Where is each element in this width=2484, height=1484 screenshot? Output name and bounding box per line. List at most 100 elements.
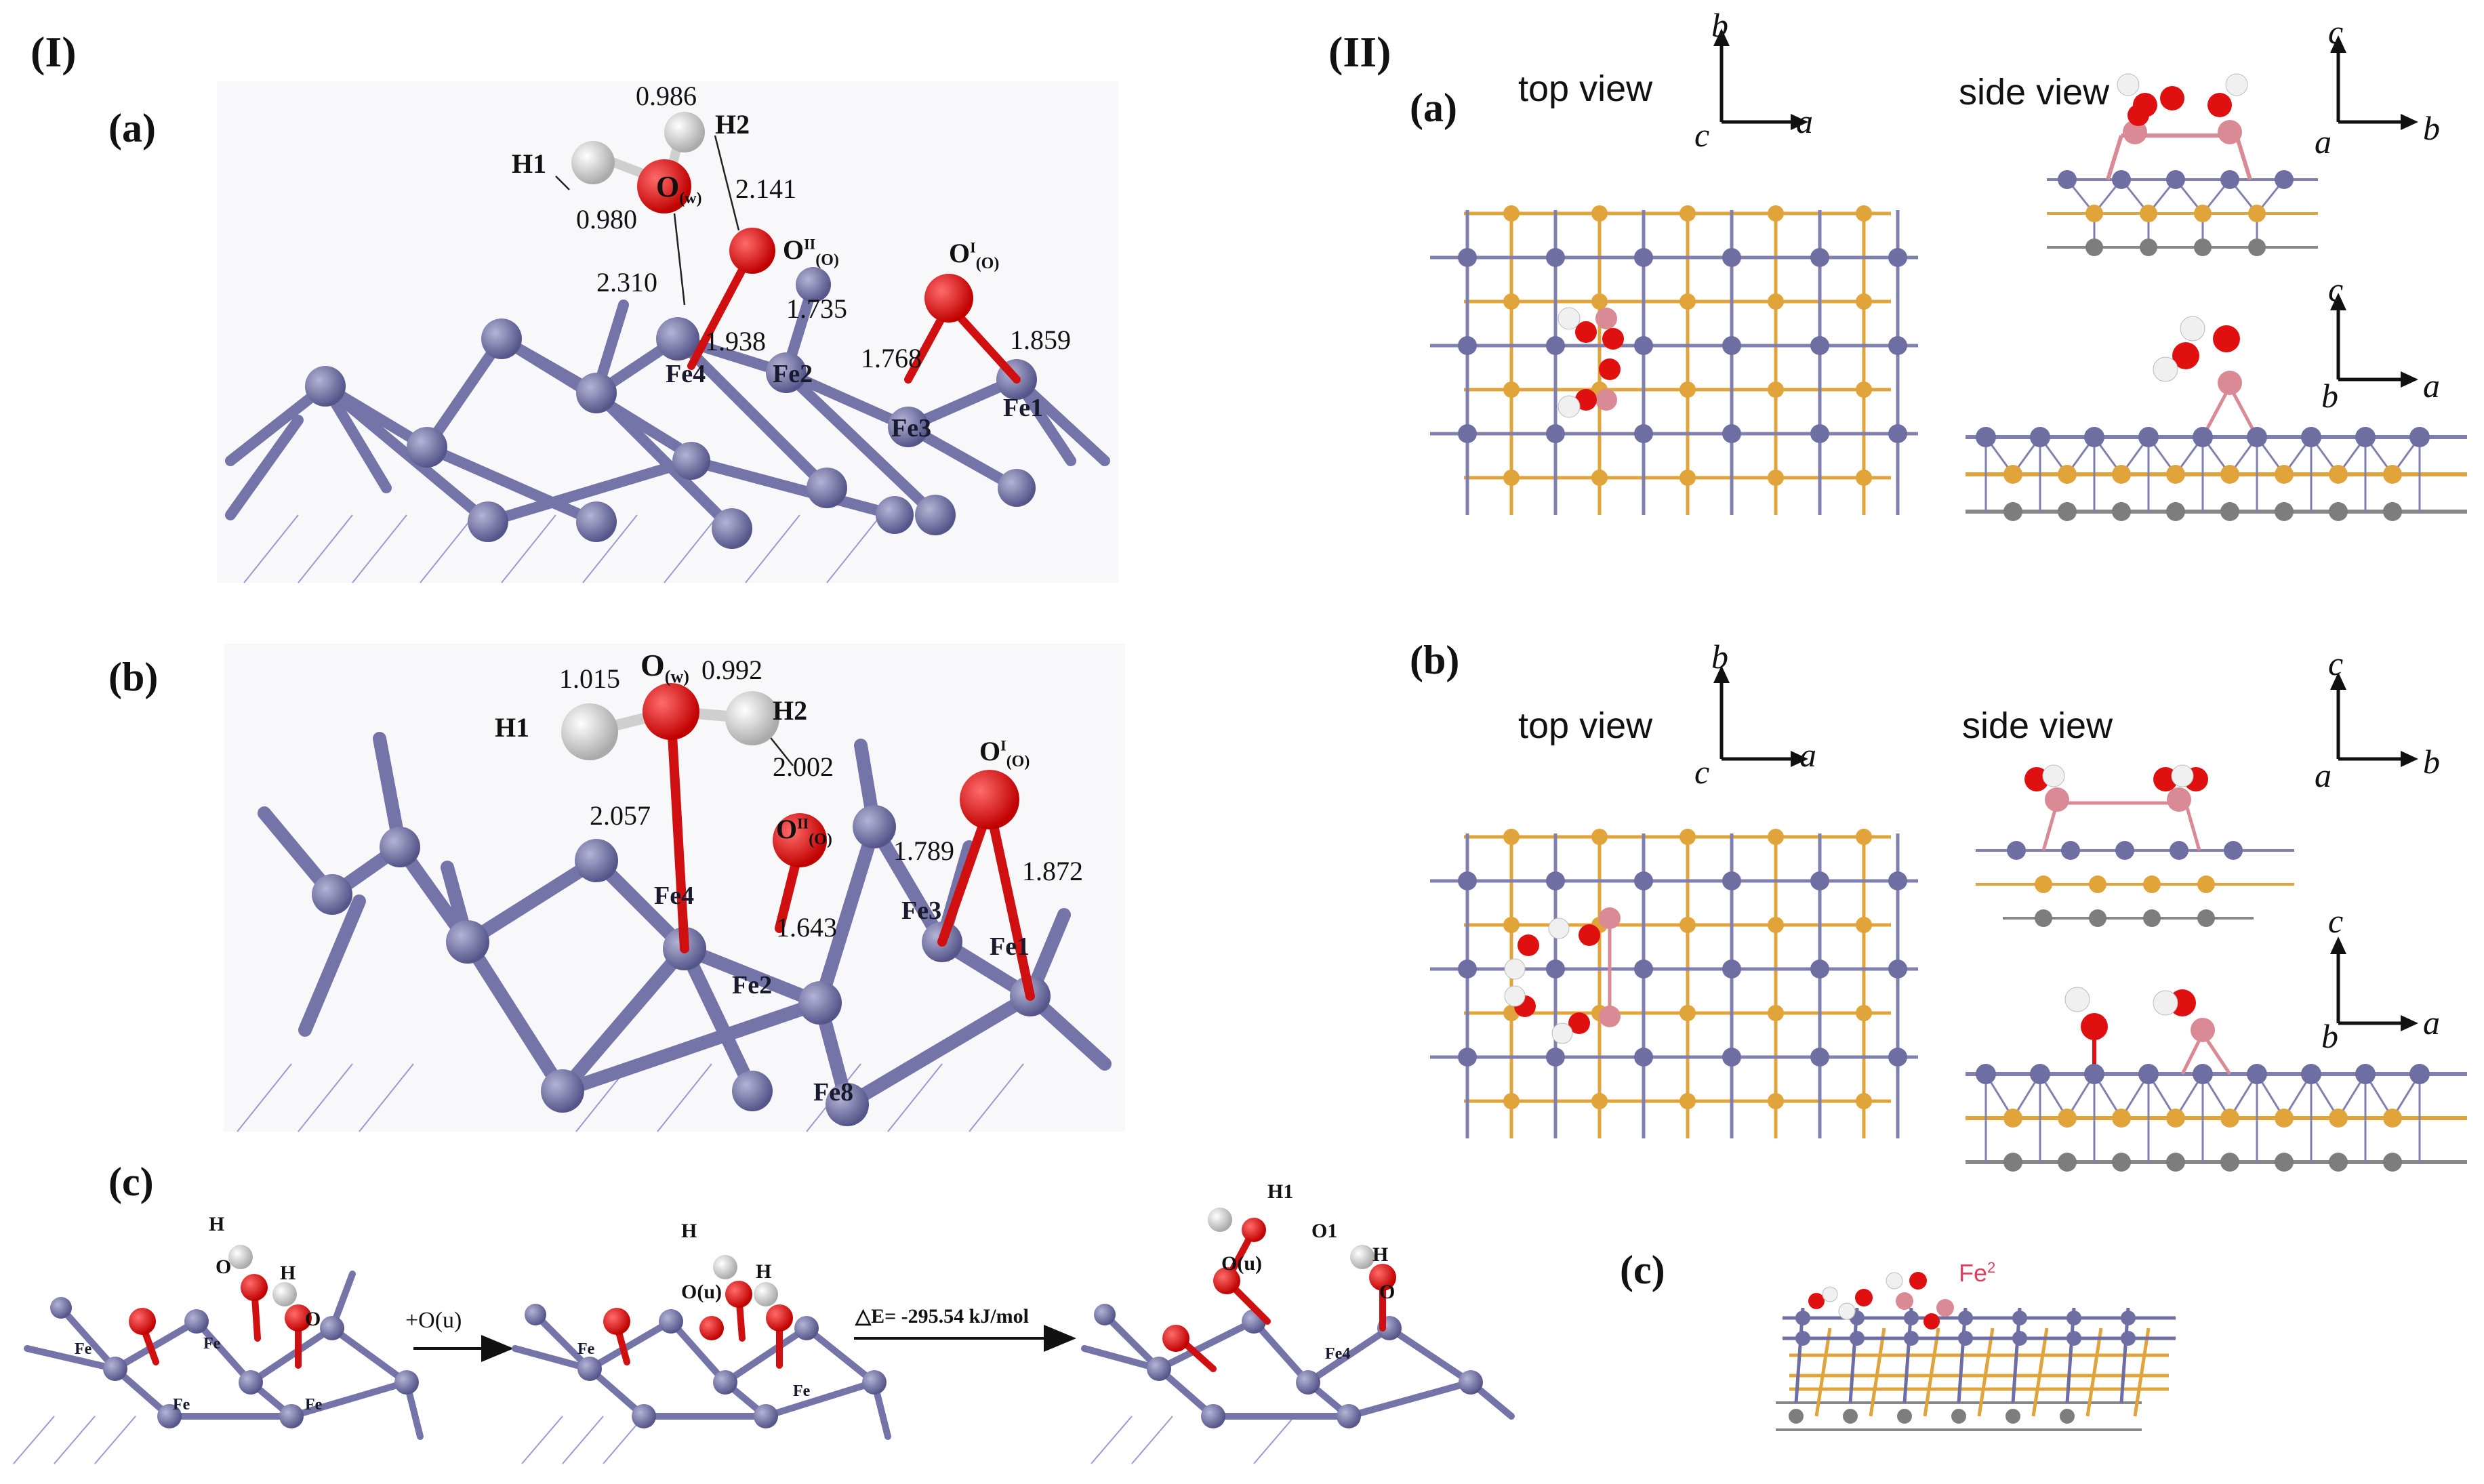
Ib-H1: H1 — [495, 712, 530, 743]
Ia-H2: H2 — [715, 109, 750, 140]
Ic-arrow2-label: △E= -295.54 kJ/mol — [855, 1305, 1030, 1327]
IIb-side2-axis-a: a — [2423, 1004, 2440, 1042]
Ia-d2310: 2.310 — [596, 267, 657, 297]
adsorbate-bonds — [666, 707, 1035, 1001]
Ia-d1859: 1.859 — [1010, 325, 1071, 355]
Ia-d1938: 1.938 — [705, 326, 766, 356]
IIc-perspective-view — [1776, 1272, 2176, 1431]
h-bond-lines — [555, 135, 740, 306]
IIa-side1-axis-a: a — [2315, 123, 2332, 161]
IIb-side1-axis-c: c — [2328, 644, 2344, 682]
water-molecule — [571, 112, 705, 213]
ic-stage-2 — [512, 1255, 891, 1464]
oxygen-OO1-atom — [960, 770, 1019, 829]
Ic-arrow1-label: +O(u) — [405, 1308, 462, 1333]
Ia-d1768: 1.768 — [861, 343, 922, 373]
oxygen-OO2-atom — [773, 813, 827, 867]
panel-IIa-label: (a) — [1410, 85, 1457, 130]
panel-Ia-label: (a) — [108, 106, 156, 150]
IIb-side1-axis-a: a — [2315, 756, 2332, 794]
Ia-Ow: O(w) — [656, 170, 702, 207]
IIa-side-view-label: side view — [1959, 72, 2110, 112]
IIa-side1-axis-b: b — [2423, 109, 2440, 147]
Ic-s3-O1: O1 — [1311, 1220, 1338, 1242]
IIa-side1-axis-c: c — [2328, 13, 2344, 51]
Ia-Fe3: Fe3 — [891, 414, 932, 442]
IIa-side-axes-2 — [2330, 293, 2418, 388]
Ic-s1-H2: H — [280, 1262, 296, 1284]
IIc-fe2-label: Fe2 — [1959, 1259, 1996, 1287]
Ib-H2: H2 — [773, 695, 808, 726]
adsorbate-atoms — [1557, 307, 1624, 418]
Ia-d1735: 1.735 — [786, 293, 847, 324]
IIb-side2-axis-c: c — [2328, 902, 2344, 940]
panel-IIb-label: (b) — [1410, 638, 1460, 682]
oxygen-OO1-atom — [924, 274, 973, 323]
fe-lattice — [1430, 210, 1918, 515]
Ia-d0986: 0.986 — [636, 81, 697, 111]
Ic-s3-O: O — [1379, 1281, 1396, 1303]
ic-stage-1 — [13, 1245, 424, 1464]
panel-Ib-structure — [224, 644, 1125, 1132]
Ib-d1643: 1.643 — [776, 912, 837, 943]
panel-Ic-reaction — [13, 1208, 1515, 1464]
IIb-side-axes-2 — [2330, 936, 2418, 1031]
Ib-OO1: OI(O) — [979, 736, 1030, 770]
IIb-top-axis-c: c — [1694, 753, 1710, 791]
Ib-d1015: 1.015 — [559, 663, 620, 694]
Ic-s1-Fe4: Fe — [305, 1396, 323, 1414]
Ic-s2-Ou: O(u) — [681, 1281, 722, 1303]
Ia-Fe4: Fe4 — [666, 360, 706, 388]
IIa-top-axis-a: a — [1796, 102, 1813, 140]
IIa-side-axes-1 — [2330, 35, 2418, 130]
Ib-Ow: O(w) — [640, 648, 689, 687]
Ic-s1-O2: O — [305, 1308, 321, 1330]
fe-atoms — [1458, 248, 1907, 443]
Ib-d2057: 2.057 — [590, 800, 651, 831]
IIa-side2-axis-b: b — [2321, 377, 2338, 415]
IIa-side-view-1 — [2047, 73, 2318, 256]
Ia-Fe1: Fe1 — [1003, 394, 1044, 422]
IIb-side2-axis-b: b — [2321, 1017, 2338, 1055]
Ib-d2002: 2.002 — [773, 751, 834, 782]
IIa-top-axis-b: b — [1711, 6, 1728, 44]
Ib-Fe8: Fe8 — [813, 1078, 854, 1107]
fe-lattice-bg — [243, 514, 882, 583]
IIa-side-view-2 — [1966, 316, 2467, 521]
Ic-s1-O1: O — [216, 1256, 232, 1278]
IIb-top-axis-b: b — [1711, 638, 1728, 676]
gold-atoms — [1503, 205, 1872, 486]
Ia-d2141: 2.141 — [735, 173, 796, 204]
water-molecule — [561, 683, 779, 760]
Ic-s1-Fe3: Fe — [173, 1396, 190, 1414]
Ib-Fe2: Fe2 — [732, 971, 773, 999]
Ic-s3-H: H — [1372, 1243, 1389, 1266]
Ic-s3-H1: H1 — [1267, 1180, 1294, 1203]
Ib-OO2: OII(O) — [776, 814, 832, 848]
IIa-top-axes — [1713, 28, 1808, 130]
IIb-top-axis-a: a — [1799, 736, 1816, 774]
Ia-OO2: OII(O) — [783, 234, 839, 269]
panel-Ia-structure — [217, 81, 1118, 583]
IIb-side-view-1 — [1976, 764, 2294, 927]
Ia-H1: H1 — [512, 148, 547, 179]
Ib-Fe1: Fe1 — [990, 932, 1030, 961]
Ic-s2-Fe2: Fe — [793, 1382, 811, 1400]
oxygen-OO2-atom — [729, 228, 775, 274]
IIa-side2-axis-c: c — [2328, 270, 2344, 308]
Ic-s1-Fe1: Fe — [75, 1340, 92, 1358]
panel-IIc-label: (c) — [1620, 1248, 1665, 1292]
IIb-top-lattice — [1430, 829, 1918, 1138]
Ib-d1872: 1.872 — [1022, 856, 1083, 886]
Ia-OO1: OI(O) — [949, 238, 1000, 272]
Ia-d0980: 0.980 — [576, 204, 637, 234]
IIb-top-view-label: top view — [1518, 705, 1653, 746]
IIa-top-lattice — [1430, 205, 1918, 515]
panel-Ic-label: (c) — [108, 1159, 154, 1204]
IIa-top-view-label: top view — [1518, 68, 1653, 109]
Ic-s1-Fe2: Fe — [203, 1335, 221, 1353]
Ic-s3-Fe4: Fe4 — [1325, 1345, 1351, 1363]
IIb-top-axes — [1713, 665, 1808, 767]
IIa-side2-axis-a: a — [2423, 367, 2440, 405]
panel-Ib-label: (b) — [108, 655, 159, 699]
